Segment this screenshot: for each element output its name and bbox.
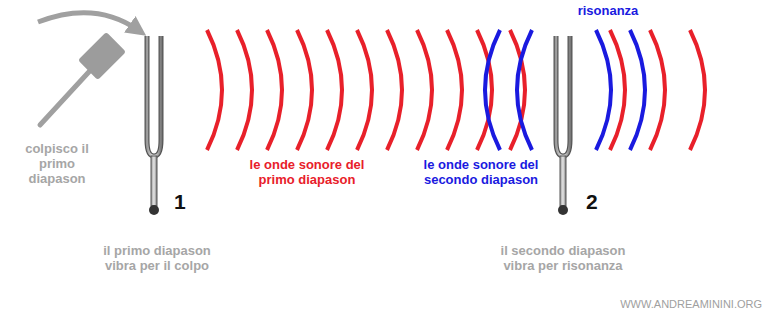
caption-label: il secondo diapason vibra per risonanza <box>488 244 638 274</box>
action-label: colpisco il primo diapason <box>14 142 100 187</box>
tuning-fork <box>556 36 570 215</box>
sound-waves <box>485 30 645 150</box>
sound-wave <box>237 30 252 150</box>
resonance-label: risonanza <box>566 4 650 19</box>
wave-label: le onde sonore del primo diapason <box>232 158 382 188</box>
tuning-fork <box>147 36 161 215</box>
sound-wave <box>630 30 645 150</box>
sound-waves <box>207 30 705 150</box>
sound-wave <box>596 30 611 150</box>
hammer <box>40 32 126 125</box>
sound-wave <box>387 30 402 150</box>
caption-label: il primo diapason vibra per il colpo <box>90 244 224 274</box>
sound-wave <box>417 30 432 150</box>
callout-number: 2 <box>586 190 610 214</box>
wave-label: le onde sonore del secondo diapason <box>418 158 544 188</box>
sound-wave <box>485 30 500 150</box>
strike-arrow <box>38 13 138 30</box>
sound-wave <box>517 30 532 150</box>
sound-wave <box>297 30 312 150</box>
sound-wave <box>690 30 705 150</box>
sound-wave <box>207 30 222 150</box>
sound-wave <box>357 30 372 150</box>
sound-wave <box>267 30 282 150</box>
sound-wave <box>327 30 342 150</box>
sound-wave <box>447 30 462 150</box>
sound-wave <box>650 30 665 150</box>
watermark: WWW.ANDREAMININI.ORG <box>570 298 762 311</box>
callout-number: 1 <box>174 190 198 214</box>
